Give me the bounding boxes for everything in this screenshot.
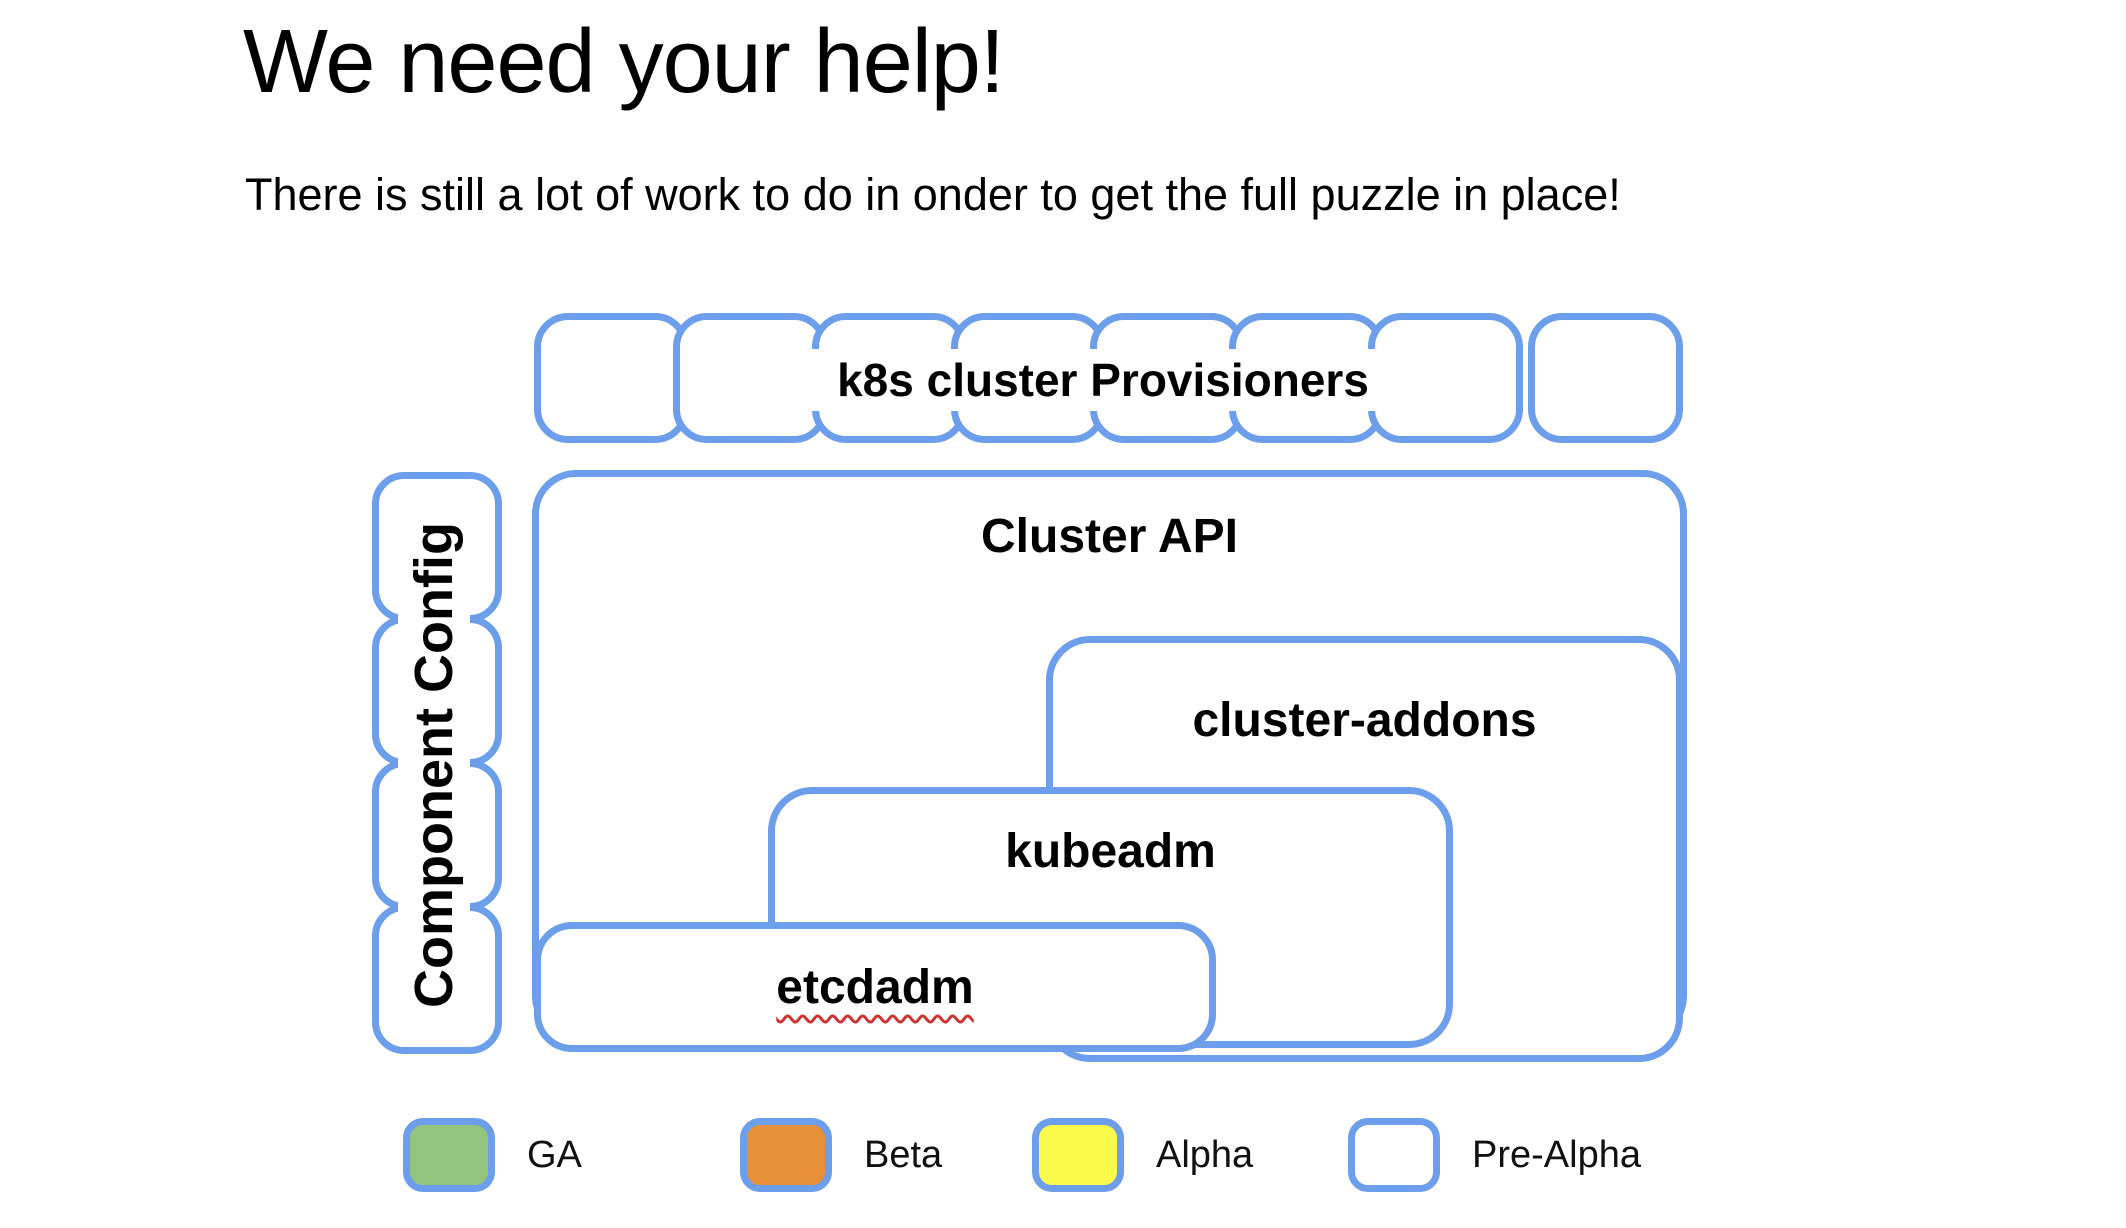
legend-item: Pre-Alpha [1348, 1118, 1641, 1192]
legend-swatch [740, 1118, 832, 1192]
etcdadm-label: etcdadm [776, 960, 974, 1014]
legend-swatch [1032, 1118, 1124, 1192]
provisioner-square [1528, 313, 1683, 443]
provisioner-square [534, 313, 689, 443]
cluster-api-label: Cluster API [981, 510, 1238, 563]
page-subtitle: There is still a lot of work to do in on… [245, 169, 1621, 220]
legend-item: Alpha [1032, 1118, 1253, 1192]
legend-swatch [403, 1118, 495, 1192]
legend-label: Beta [864, 1133, 943, 1176]
legend-item: Beta [740, 1118, 942, 1192]
component-config-label: Component Config [404, 522, 464, 1008]
kubeadm-label: kubeadm [1005, 825, 1216, 878]
cluster-addons-label: cluster-addons [1192, 694, 1537, 747]
legend-swatch [1348, 1118, 1440, 1192]
legend-label: Alpha [1156, 1133, 1254, 1176]
provisioners-label: k8s cluster Provisioners [740, 349, 1466, 411]
legend-item: GA [403, 1118, 582, 1192]
legend-label: GA [527, 1133, 582, 1176]
etcdadm-box: etcdadm [534, 922, 1216, 1052]
page-title: We need your help! [243, 12, 1005, 112]
legend-label: Pre-Alpha [1472, 1133, 1641, 1176]
component-config-label-box: Component Config [398, 495, 470, 1035]
legend: GA Beta Alpha Pre-Alpha [0, 1118, 2126, 1208]
